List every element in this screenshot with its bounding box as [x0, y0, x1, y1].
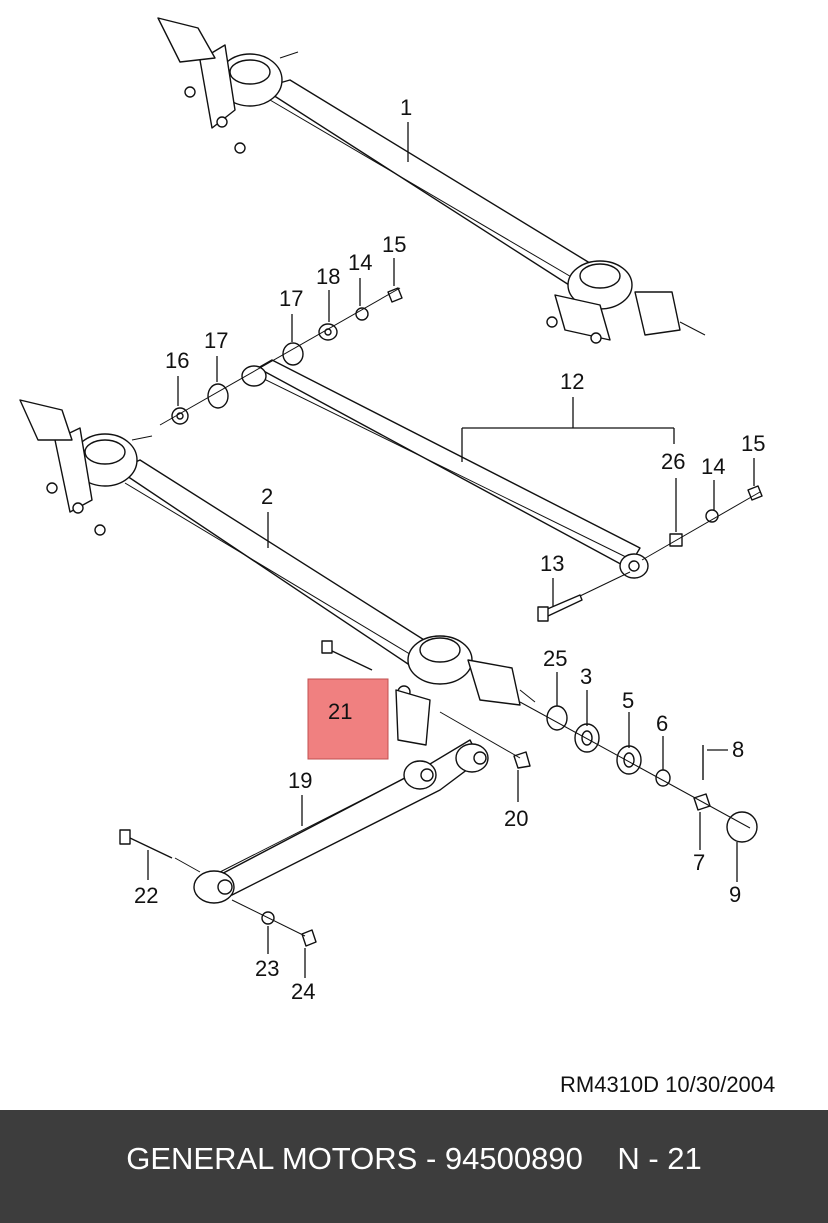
axle-upper [157, 17, 706, 344]
callout-15: 15 [382, 232, 406, 257]
callout-5: 5 [622, 688, 634, 713]
callout-25: 25 [543, 646, 567, 671]
assembly-lines [159, 287, 761, 937]
callout-16: 16 [165, 348, 189, 373]
footer-position: N - 21 [617, 1140, 702, 1176]
footer-caption: GENERAL MOTORS - 94500890 N - 21 [126, 1141, 701, 1177]
callout-8: 8 [732, 737, 744, 762]
callout-21: 21 [328, 699, 352, 724]
drawing-reference: RM4310D 10/30/2004 [560, 1072, 776, 1097]
callout-9: 9 [729, 882, 741, 907]
trailing-arm [193, 739, 489, 904]
callout-1: 1 [400, 95, 412, 120]
callout-17: 17 [279, 286, 303, 311]
callout-22: 22 [134, 883, 158, 908]
callout-13: 13 [540, 551, 564, 576]
highlight-box [307, 678, 389, 760]
callout-20: 20 [504, 806, 528, 831]
exploded-parts-diagram: 1 15 14 18 17 17 16 12 15 26 14 2 13 25 … [19, 17, 765, 1004]
callout-23: 23 [255, 956, 279, 981]
callout-2: 2 [261, 484, 273, 509]
leader-lines [147, 122, 755, 978]
footer-brand: GENERAL MOTORS [126, 1140, 418, 1176]
footer-part-number: 94500890 [444, 1140, 583, 1176]
callout-14: 14 [701, 454, 725, 479]
callout-19: 19 [288, 768, 312, 793]
callout-15: 15 [741, 431, 765, 456]
panhard-rod [241, 359, 649, 579]
callout-6: 6 [656, 711, 668, 736]
footer-bar: GENERAL MOTORS - 94500890 N - 21 [0, 1110, 828, 1223]
callout-3: 3 [580, 664, 592, 689]
callout-26: 26 [661, 449, 685, 474]
axle-lower [19, 399, 536, 746]
callout-12: 12 [560, 369, 584, 394]
callout-14: 14 [348, 250, 372, 275]
callout-17: 17 [204, 328, 228, 353]
callout-7: 7 [693, 850, 705, 875]
callout-18: 18 [316, 264, 340, 289]
callout-24: 24 [291, 979, 315, 1004]
hardware [119, 287, 763, 947]
callout-labels: 1 15 14 18 17 17 16 12 15 26 14 2 13 25 … [134, 95, 765, 1004]
footer-separator: - [417, 1140, 445, 1176]
